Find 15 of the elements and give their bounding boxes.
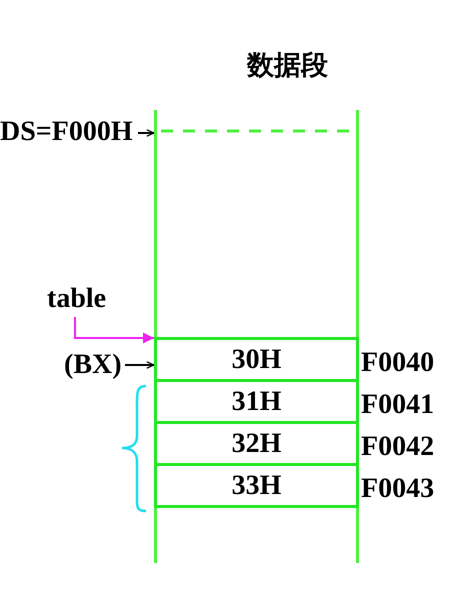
- cell-value: 33H: [230, 469, 282, 503]
- address-label: F0043: [361, 472, 434, 506]
- register-label: (BX): [64, 349, 124, 381]
- cell-value: 32H: [230, 427, 282, 461]
- variable-label: table: [47, 283, 111, 315]
- arrow: [125, 361, 155, 369]
- register-label: DS=F000H: [0, 116, 137, 148]
- segment-heading: 数据段: [247, 50, 328, 82]
- address-label: F0041: [361, 388, 434, 422]
- arrow: [74, 317, 154, 344]
- cell-value: 30H: [230, 343, 282, 377]
- address-label: F0040: [361, 346, 434, 380]
- arrow: [138, 129, 155, 137]
- cell-value: 31H: [230, 385, 282, 419]
- address-label: F0042: [361, 430, 434, 464]
